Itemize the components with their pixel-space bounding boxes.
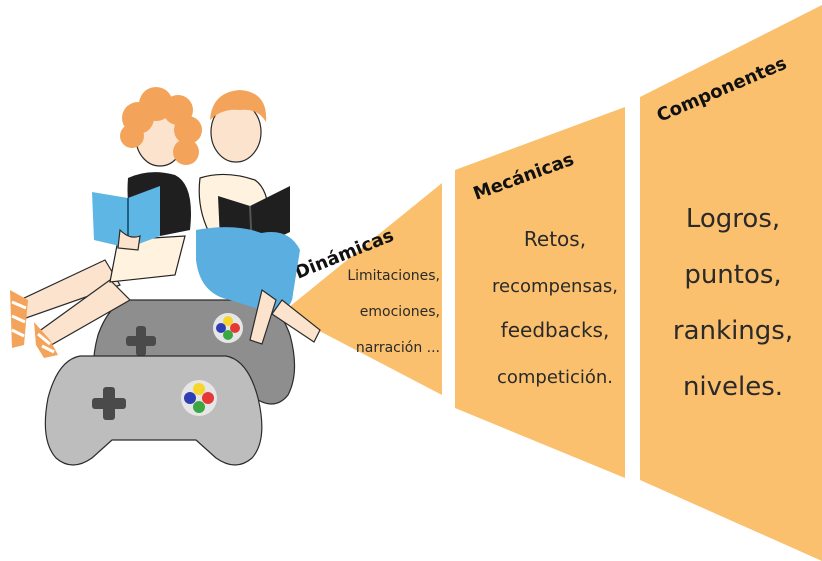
dpad-icon — [126, 326, 156, 356]
panel-componentes-items: Logros, puntos, rankings, niveles. — [673, 204, 793, 402]
panel-mecanicas-item: competición. — [497, 367, 613, 388]
illustration — [10, 87, 321, 466]
reader-boy — [196, 90, 321, 345]
panel-mecanicas-shape — [455, 107, 625, 478]
panel-componentes-item: rankings, — [673, 316, 793, 346]
panel-dinamicas-item: emociones, — [360, 304, 440, 320]
reader-girl — [10, 87, 202, 358]
panel-componentes-item: niveles. — [683, 372, 783, 402]
panel-componentes-item: puntos, — [684, 260, 781, 290]
panels — [283, 5, 822, 561]
curly-hair-icon — [120, 87, 202, 165]
dpad-icon — [92, 387, 126, 420]
panel-mecanicas-item: feedbacks, — [501, 318, 610, 342]
panel-dinamicas-items: Limitaciones, emociones, narración ... — [347, 268, 440, 356]
panel-componentes-shape — [640, 5, 822, 561]
action-buttons-icon — [181, 380, 217, 416]
striped-sock-icon — [10, 290, 58, 358]
game-controller-front — [44, 355, 263, 466]
action-buttons-icon — [213, 313, 243, 343]
panel-dinamicas-item: Limitaciones, — [347, 268, 440, 284]
panel-mecanicas-item: Retos, — [524, 227, 586, 251]
panel-mecanicas-items: Retos, recompensas, feedbacks, competici… — [492, 227, 618, 388]
panel-dinamicas-shape — [283, 183, 442, 395]
panel-mecanicas-item: recompensas, — [492, 276, 618, 297]
panel-componentes-item: Logros, — [686, 204, 780, 234]
panel-dinamicas-item: narración ... — [356, 340, 440, 356]
